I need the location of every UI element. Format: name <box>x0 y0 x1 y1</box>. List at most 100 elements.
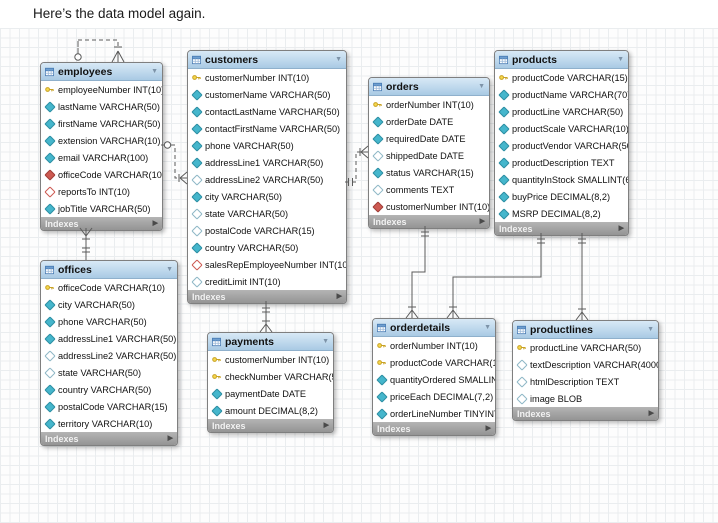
table-header-products[interactable]: products▼ <box>495 51 628 69</box>
column-row[interactable]: orderLineNumber TINYINT(3) <box>373 405 495 422</box>
column-row[interactable]: customerNumber INT(10) <box>188 69 346 86</box>
column-row[interactable]: postalCode VARCHAR(15) <box>188 222 346 239</box>
column-row[interactable]: addressLine1 VARCHAR(50) <box>188 154 346 171</box>
expand-arrow-icon[interactable]: ▶ <box>479 218 485 225</box>
collapse-caret-icon[interactable]: ▼ <box>151 68 158 75</box>
column-row[interactable]: MSRP DECIMAL(8,2) <box>495 205 628 222</box>
column-row[interactable]: checkNumber VARCHAR(50) <box>208 368 333 385</box>
table-customers[interactable]: customers▼customerNumber INT(10)customer… <box>187 50 347 304</box>
indexes-bar[interactable]: Indexes ▶ <box>495 222 628 235</box>
column-row[interactable]: addressLine1 VARCHAR(50) <box>41 330 177 347</box>
table-header-payments[interactable]: payments▼ <box>208 333 333 351</box>
column-row[interactable]: contactFirstName VARCHAR(50) <box>188 120 346 137</box>
column-row[interactable]: state VARCHAR(50) <box>41 364 177 381</box>
table-orders[interactable]: orders▼orderNumber INT(10)orderDate DATE… <box>368 77 490 229</box>
column-row[interactable]: postalCode VARCHAR(15) <box>41 398 177 415</box>
column-row[interactable]: quantityOrdered SMALLINT(5) <box>373 371 495 388</box>
column-row[interactable]: orderNumber INT(10) <box>373 337 495 354</box>
column-row[interactable]: jobTitle VARCHAR(50) <box>41 200 162 217</box>
column-row[interactable]: shippedDate DATE <box>369 147 489 164</box>
expand-arrow-icon[interactable]: ▶ <box>648 410 654 417</box>
expand-arrow-icon[interactable]: ▶ <box>485 425 491 432</box>
indexes-bar[interactable]: Indexes▶ <box>41 432 177 445</box>
collapse-caret-icon[interactable]: ▼ <box>478 83 485 90</box>
column-row[interactable]: employeeNumber INT(10) <box>41 81 162 98</box>
column-row[interactable]: buyPrice DECIMAL(8,2) <box>495 188 628 205</box>
table-header-customers[interactable]: customers▼ <box>188 51 346 69</box>
column-row[interactable]: htmlDescription TEXT <box>513 373 658 390</box>
table-header-orderdetails[interactable]: orderdetails▼ <box>373 319 495 337</box>
column-row[interactable]: paymentDate DATE <box>208 385 333 402</box>
column-row[interactable]: territory VARCHAR(10) <box>41 415 177 432</box>
column-row[interactable]: orderDate DATE <box>369 113 489 130</box>
column-row[interactable]: status VARCHAR(15) <box>369 164 489 181</box>
column-row[interactable]: customerNumber INT(10) <box>208 351 333 368</box>
column-row[interactable]: priceEach DECIMAL(7,2) <box>373 388 495 405</box>
column-row[interactable]: salesRepEmployeeNumber INT(10) <box>188 256 346 273</box>
table-header-productlines[interactable]: productlines▼ <box>513 321 658 339</box>
column-row[interactable]: contactLastName VARCHAR(50) <box>188 103 346 120</box>
column-row[interactable]: phone VARCHAR(50) <box>41 313 177 330</box>
collapse-caret-icon[interactable]: ▼ <box>617 56 624 63</box>
column-row[interactable]: country VARCHAR(50) <box>41 381 177 398</box>
indexes-bar[interactable]: Indexes▶ <box>188 290 346 303</box>
column-row[interactable]: city VARCHAR(50) <box>188 188 346 205</box>
table-payments[interactable]: payments▼customerNumber INT(10)checkNumb… <box>207 332 334 433</box>
indexes-bar[interactable]: Indexes▶ <box>373 422 495 435</box>
table-productlines[interactable]: productlines▼productLine VARCHAR(50)text… <box>512 320 659 421</box>
column-row[interactable]: phone VARCHAR(50) <box>188 137 346 154</box>
collapse-caret-icon[interactable]: ▼ <box>335 56 342 63</box>
column-row[interactable]: firstName VARCHAR(50) <box>41 115 162 132</box>
column-row[interactable]: productScale VARCHAR(10) <box>495 120 628 137</box>
column-row[interactable]: amount DECIMAL(8,2) <box>208 402 333 419</box>
table-employees[interactable]: employees▼employeeNumber INT(10)lastName… <box>40 62 163 231</box>
table-orderdetails[interactable]: orderdetails▼orderNumber INT(10)productC… <box>372 318 496 436</box>
column-row[interactable]: productCode VARCHAR(15) <box>495 69 628 86</box>
table-header-employees[interactable]: employees▼ <box>41 63 162 81</box>
collapse-caret-icon[interactable]: ▼ <box>484 324 491 331</box>
column-row[interactable]: productName VARCHAR(70) <box>495 86 628 103</box>
column-row[interactable]: addressLine2 VARCHAR(50) <box>188 171 346 188</box>
column-row[interactable]: productDescription TEXT <box>495 154 628 171</box>
column-row[interactable]: productLine VARCHAR(50) <box>495 103 628 120</box>
column-row[interactable]: city VARCHAR(50) <box>41 296 177 313</box>
column-row[interactable]: email VARCHAR(100) <box>41 149 162 166</box>
column-row[interactable]: productVendor VARCHAR(50) <box>495 137 628 154</box>
table-header-orders[interactable]: orders▼ <box>369 78 489 96</box>
column-row[interactable]: customerName VARCHAR(50) <box>188 86 346 103</box>
collapse-caret-icon[interactable]: ▼ <box>647 326 654 333</box>
indexes-bar[interactable]: Indexes▶ <box>513 407 658 420</box>
table-header-offices[interactable]: offices▼ <box>41 261 177 279</box>
expand-arrow-icon[interactable]: ▶ <box>618 225 624 232</box>
column-row[interactable]: productLine VARCHAR(50) <box>513 339 658 356</box>
indexes-bar[interactable]: Indexes▶ <box>41 217 162 230</box>
column-row[interactable]: requiredDate DATE <box>369 130 489 147</box>
table-offices[interactable]: offices▼officeCode VARCHAR(10)city VARCH… <box>40 260 178 446</box>
column-row[interactable]: country VARCHAR(50) <box>188 239 346 256</box>
expand-arrow-icon[interactable]: ▶ <box>152 220 158 227</box>
column-row[interactable]: lastName VARCHAR(50) <box>41 98 162 115</box>
column-row[interactable]: state VARCHAR(50) <box>188 205 346 222</box>
column-row[interactable]: addressLine2 VARCHAR(50) <box>41 347 177 364</box>
expand-arrow-icon[interactable]: ▶ <box>323 422 329 429</box>
column-row[interactable]: quantityInStock SMALLINT(6) <box>495 171 628 188</box>
expand-arrow-icon[interactable]: ▶ <box>336 293 342 300</box>
column-row[interactable]: comments TEXT <box>369 181 489 198</box>
collapse-caret-icon[interactable]: ▼ <box>322 338 329 345</box>
expand-arrow-icon[interactable]: ▶ <box>167 435 173 442</box>
column-row[interactable]: orderNumber INT(10) <box>369 96 489 113</box>
column-row[interactable]: customerNumber INT(10) <box>369 198 489 215</box>
column-row[interactable]: textDescription VARCHAR(4000) <box>513 356 658 373</box>
column-row[interactable]: reportsTo INT(10) <box>41 183 162 200</box>
table-products[interactable]: products▼productCode VARCHAR(15)productN… <box>494 50 629 236</box>
indexes-bar[interactable]: Indexes▶ <box>369 215 489 228</box>
indexes-bar[interactable]: Indexes▶ <box>208 419 333 432</box>
indexes-label: Indexes <box>499 223 533 234</box>
column-row[interactable]: extension VARCHAR(10) <box>41 132 162 149</box>
column-row[interactable]: image BLOB <box>513 390 658 407</box>
column-row[interactable]: officeCode VARCHAR(10) <box>41 166 162 183</box>
column-row[interactable]: creditLimit INT(10) <box>188 273 346 290</box>
column-row[interactable]: officeCode VARCHAR(10) <box>41 279 177 296</box>
column-row[interactable]: productCode VARCHAR(15) <box>373 354 495 371</box>
collapse-caret-icon[interactable]: ▼ <box>166 266 173 273</box>
